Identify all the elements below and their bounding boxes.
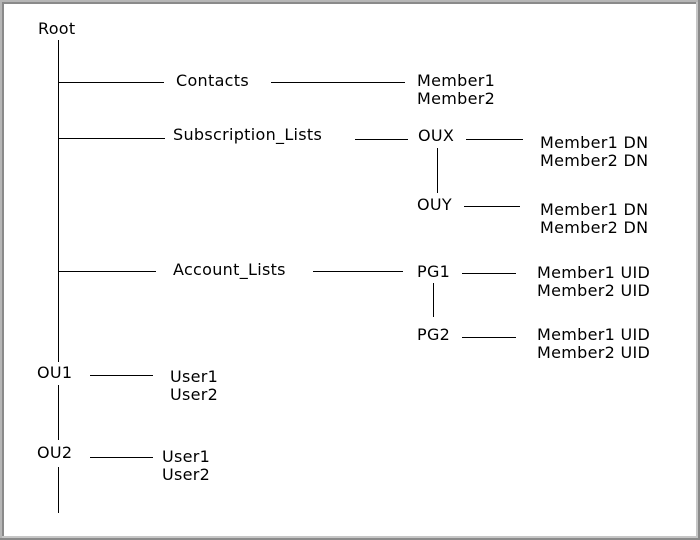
connector-ouy-members bbox=[464, 206, 520, 207]
connector-ou1-users bbox=[90, 375, 153, 376]
pg2-member-list: Member1 UID Member2 UID bbox=[537, 326, 650, 362]
member-item: Member1 DN bbox=[540, 200, 649, 219]
node-account-lists: Account_Lists bbox=[173, 260, 286, 279]
ou1-user-list: User1 User2 bbox=[170, 368, 218, 404]
pg1-member-list: Member1 UID Member2 UID bbox=[537, 264, 650, 300]
member-item: Member1 UID bbox=[537, 263, 651, 282]
connector-account-pg1 bbox=[313, 271, 403, 272]
oux-member-list: Member1 DN Member2 DN bbox=[540, 134, 648, 170]
connector-ou1-ou2 bbox=[58, 385, 59, 440]
frame-edge-left-inner bbox=[2, 2, 4, 538]
connector-contacts-members bbox=[271, 82, 405, 83]
ouy-member-list: Member1 DN Member2 DN bbox=[540, 201, 648, 237]
connector-pg2-members bbox=[462, 337, 516, 338]
node-subscription-lists: Subscription_Lists bbox=[173, 125, 323, 144]
node-ouy: OUY bbox=[417, 195, 452, 214]
frame-edge-right-outer bbox=[698, 0, 700, 540]
node-pg1: PG1 bbox=[417, 262, 451, 281]
member-item: Member1 UID bbox=[537, 325, 651, 344]
member-item: Member2 DN bbox=[540, 151, 649, 170]
frame-edge-left-outer bbox=[0, 0, 2, 540]
contacts-member-list: Member1 Member2 bbox=[417, 72, 495, 108]
member-item: Member1 bbox=[417, 71, 496, 90]
member-item: Member2 UID bbox=[537, 281, 651, 300]
user-item: User1 bbox=[162, 447, 211, 466]
node-ou1: OU1 bbox=[37, 363, 73, 382]
connector-oux-members bbox=[466, 139, 523, 140]
user-item: User2 bbox=[162, 465, 211, 484]
frame-edge-bottom-inner bbox=[2, 536, 698, 538]
node-ou2: OU2 bbox=[37, 443, 73, 462]
node-root: Root bbox=[38, 19, 76, 38]
connector-subscription-oux bbox=[355, 139, 408, 140]
node-oux: OUX bbox=[418, 126, 455, 145]
node-contacts: Contacts bbox=[176, 71, 249, 90]
frame-edge-right-inner bbox=[696, 2, 698, 538]
ou2-user-list: User1 User2 bbox=[162, 448, 210, 484]
connector-pg1-members bbox=[462, 273, 516, 274]
frame-edge-bottom-outer bbox=[0, 538, 700, 540]
member-item: Member2 DN bbox=[540, 218, 649, 237]
connector-subscription-left bbox=[58, 138, 165, 139]
frame-edge-top-outer bbox=[0, 0, 700, 2]
member-item: Member1 DN bbox=[540, 133, 649, 152]
member-item: Member2 bbox=[417, 89, 496, 108]
member-item: Member2 UID bbox=[537, 343, 651, 362]
connector-oux-ouy bbox=[437, 148, 438, 193]
connector-root-trunk bbox=[58, 40, 59, 362]
connector-contacts-left bbox=[58, 82, 164, 83]
connector-pg1-pg2 bbox=[433, 283, 434, 317]
connector-ou2-continuation bbox=[58, 467, 59, 513]
connector-ou2-users bbox=[90, 457, 153, 458]
connector-account-left bbox=[58, 271, 156, 272]
user-item: User1 bbox=[170, 367, 219, 386]
frame-edge-top-inner bbox=[2, 2, 698, 4]
node-pg2: PG2 bbox=[417, 325, 451, 344]
user-item: User2 bbox=[170, 385, 219, 404]
